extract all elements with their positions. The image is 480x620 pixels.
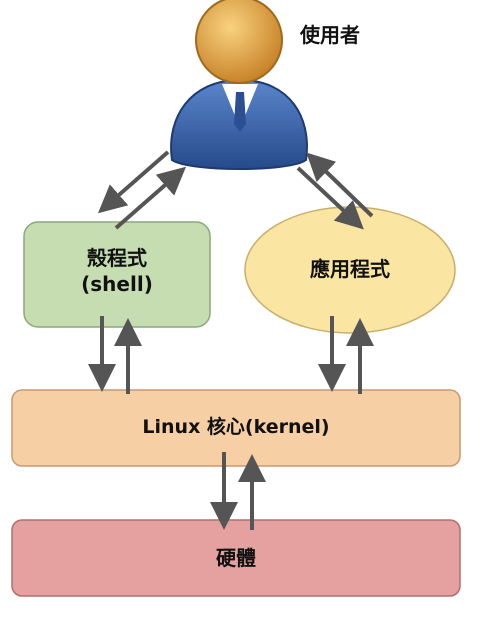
kernel-box xyxy=(11,389,461,467)
shell-label-line1: 殼程式 xyxy=(87,246,147,270)
arrow-user-to-shell xyxy=(97,150,170,214)
hardware-label: 硬體 xyxy=(216,546,256,570)
user-icon xyxy=(170,0,308,170)
application-label: 應用程式 xyxy=(310,257,390,281)
shell-label: 殼程式 (shell) xyxy=(24,245,210,297)
user-head xyxy=(195,0,283,84)
kernel-label: Linux 核心(kernel) xyxy=(142,416,330,438)
user-tie xyxy=(234,92,246,132)
arrow-shell-to-user xyxy=(114,166,187,230)
arrow-application-to-user xyxy=(306,152,374,218)
shell-label-line2: (shell) xyxy=(81,272,153,296)
user-label: 使用者 xyxy=(300,23,360,47)
